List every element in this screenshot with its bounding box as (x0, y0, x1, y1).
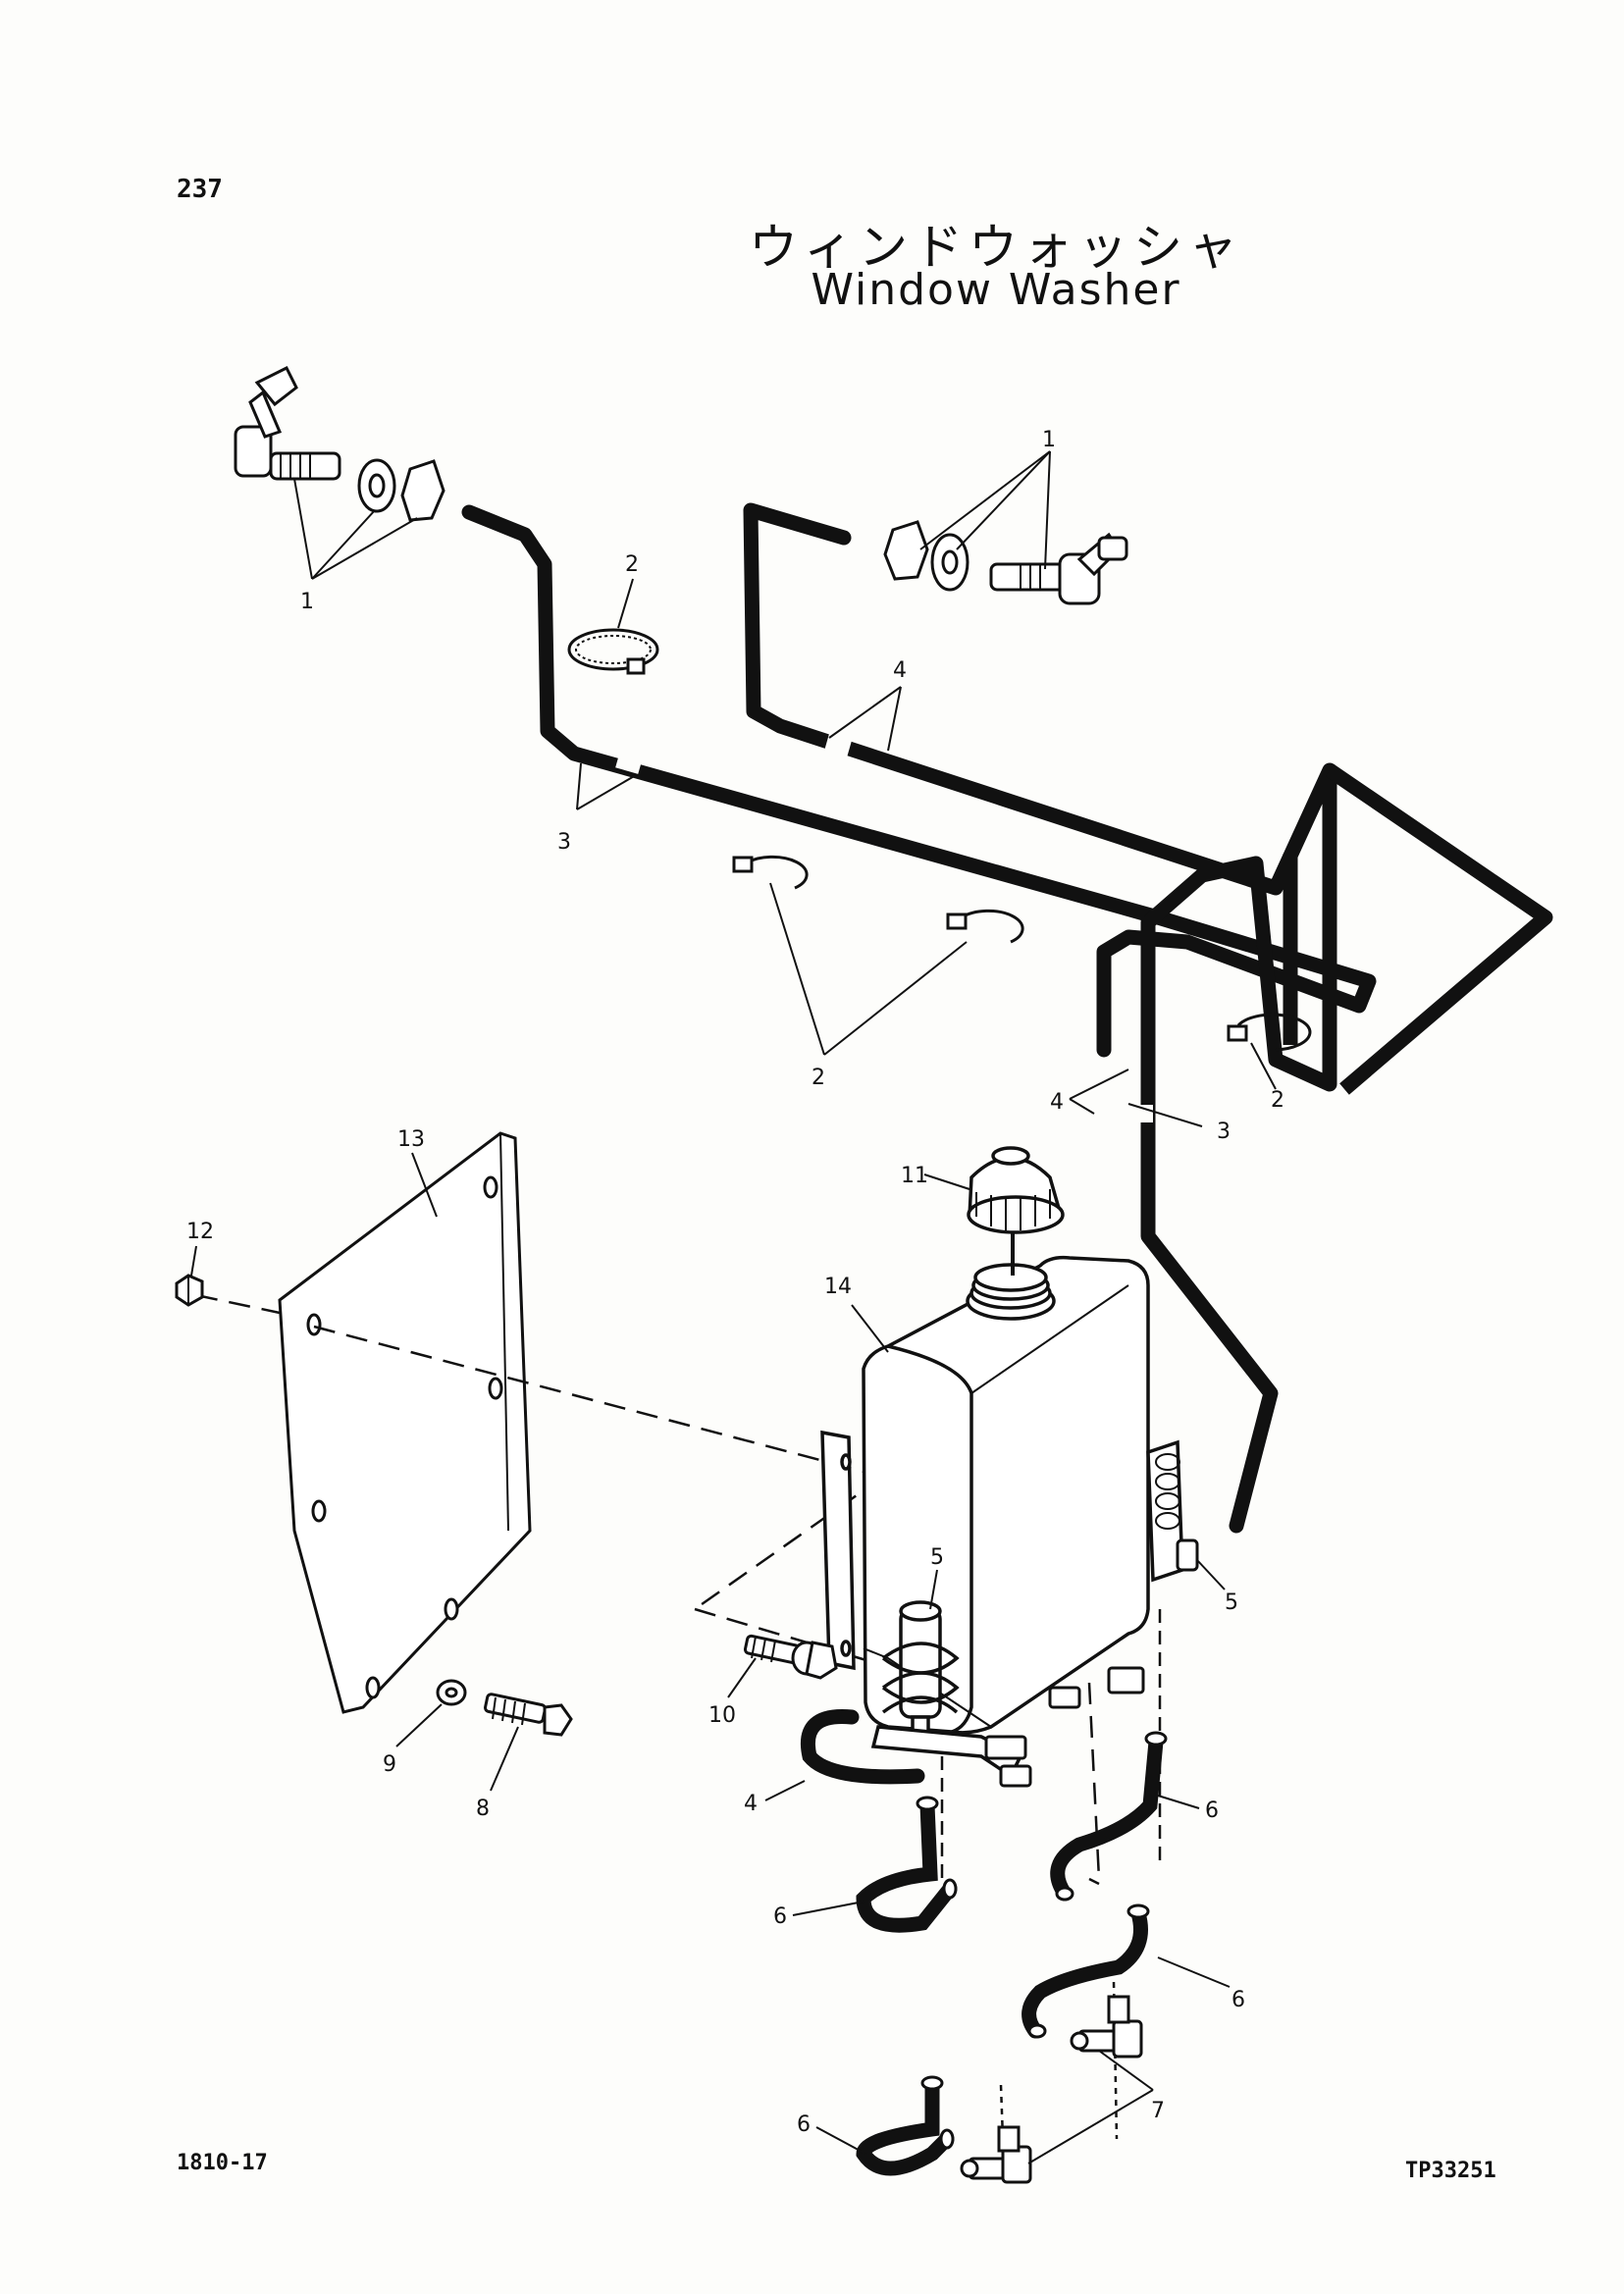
footer-left-code: 1810-17 (177, 2151, 268, 2175)
callout-6-bottom: 6 (797, 2112, 811, 2137)
callout-3-left: 3 (557, 830, 571, 855)
elbow-fitting-7-lower (960, 2125, 1032, 2184)
hose-cross (1325, 763, 1553, 1095)
nut-12 (175, 1274, 204, 1307)
hose-6-b (1050, 1734, 1164, 1902)
tank-cap (967, 1146, 1065, 1276)
callout-14: 14 (824, 1275, 852, 1299)
hose-4-short (801, 1709, 925, 1785)
tank-fittings (984, 1666, 1145, 1788)
washer-9 (436, 1679, 467, 1706)
hose-4-right (743, 502, 1337, 1534)
pump-5-side (1176, 1538, 1199, 1572)
bracket-plate (278, 1131, 532, 1714)
callout-4-top: 4 (893, 658, 907, 683)
clamp-middle-right (946, 909, 1024, 944)
callout-1-left: 1 (300, 590, 314, 614)
elbow-fitting-7-upper (1070, 1995, 1143, 2059)
callout-5-side: 5 (1225, 1590, 1238, 1615)
callout-1-right: 1 (1042, 428, 1056, 452)
callout-2-top: 2 (625, 552, 639, 577)
callout-4-middle: 4 (1050, 1090, 1064, 1115)
title-japanese: ウィンドウォッシャ (749, 219, 1243, 276)
footer-right-code: TP33251 (1405, 2159, 1496, 2183)
leader-lines (190, 450, 1277, 2164)
callout-3-middle: 3 (1217, 1120, 1231, 1144)
title-english: Window Washer (811, 265, 1181, 315)
callout-2-right: 2 (1271, 1088, 1284, 1113)
clamp-middle-left (732, 855, 809, 890)
callout-numbers: 1 1 2 3 4 2 2 4 3 2 11 12 13 14 5 5 10 9… (186, 428, 1284, 2137)
callout-11: 11 (901, 1164, 928, 1188)
clamp-lower-right (1227, 1013, 1312, 1052)
callout-13: 13 (397, 1127, 425, 1152)
callout-6-right: 6 (1205, 1799, 1219, 1823)
callout-8: 8 (476, 1797, 490, 1821)
nozzle-left (234, 365, 445, 522)
bolt-8 (484, 1693, 573, 1737)
callout-2-middle: 2 (812, 1066, 825, 1090)
hose-6-c (1022, 1905, 1148, 2039)
callout-4-bottom: 4 (744, 1792, 758, 1816)
hose-6-d (856, 2077, 955, 2176)
hose-6-a (856, 1798, 958, 1933)
hose-3-left (461, 504, 1377, 1058)
washer-tank (820, 1255, 1184, 1735)
callout-5-front: 5 (930, 1545, 944, 1570)
callout-10: 10 (708, 1703, 736, 1728)
callout-12: 12 (186, 1220, 214, 1244)
callout-6-left: 6 (773, 1904, 787, 1929)
callout-9: 9 (383, 1752, 396, 1777)
callout-7: 7 (1151, 2099, 1165, 2123)
callout-6-lower-right: 6 (1231, 1988, 1245, 2012)
page-number: 237 (177, 175, 223, 204)
clamp-top (567, 628, 659, 675)
bolt-10 (743, 1634, 838, 1680)
nozzle-right (883, 520, 1128, 605)
